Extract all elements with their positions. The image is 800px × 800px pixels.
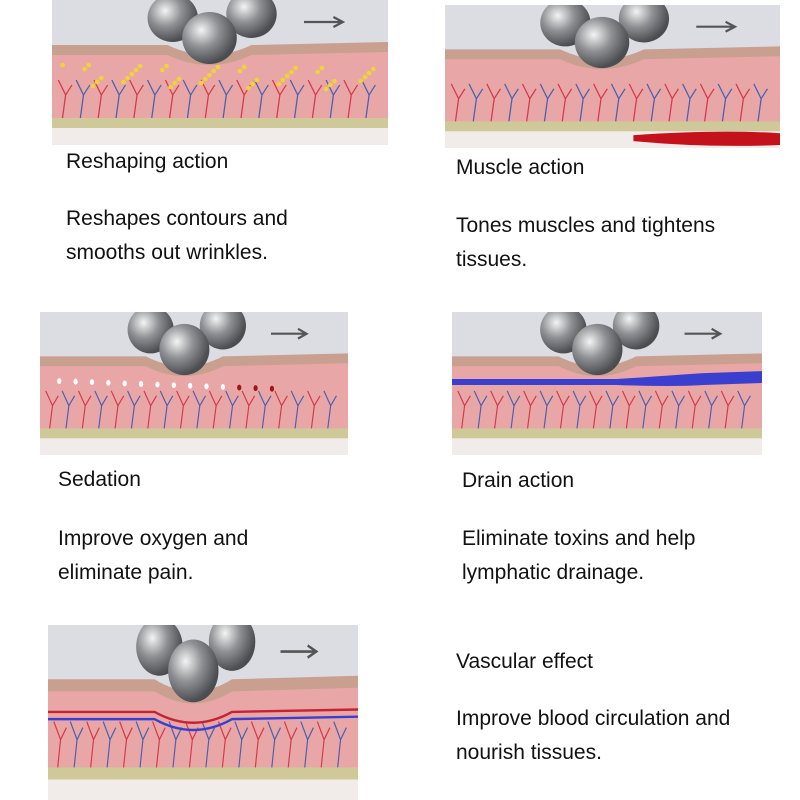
desc-line: nourish tissues. [456,741,602,764]
panel-title: Reshaping action [66,150,229,173]
panel-description: Tones muscles and tightens tissues. [456,209,715,277]
desc-line: Improve oxygen and [58,527,249,550]
panel-title: Vascular effect [456,650,593,673]
panel-description: Reshapes contours and smooths out wrinkl… [66,202,288,270]
desc-line: eliminate pain. [58,561,194,584]
desc-line: Tones muscles and tightens [456,214,716,237]
panel-description: Eliminate toxins and help lymphatic drai… [462,522,695,590]
panel-title: Muscle action [456,156,585,179]
illustration-sedation [40,312,348,455]
panel-description: Improve oxygen and eliminate pain. [58,522,248,590]
desc-line: Eliminate toxins and help [462,527,696,550]
illustration-muscle [445,5,780,148]
desc-line: Improve blood circulation and [456,707,731,730]
panel-title: Sedation [58,468,141,491]
panel-description: Improve blood circulation and nourish ti… [456,702,730,770]
illustration-vascular [48,625,358,800]
illustration-drain [452,312,762,455]
panel-title: Drain action [462,469,575,492]
desc-line: lymphatic drainage. [462,561,645,584]
illustration-reshaping [52,0,388,145]
desc-line: tissues. [456,248,528,271]
desc-line: Reshapes contours and [66,207,288,230]
desc-line: smooths out wrinkles. [66,241,268,264]
